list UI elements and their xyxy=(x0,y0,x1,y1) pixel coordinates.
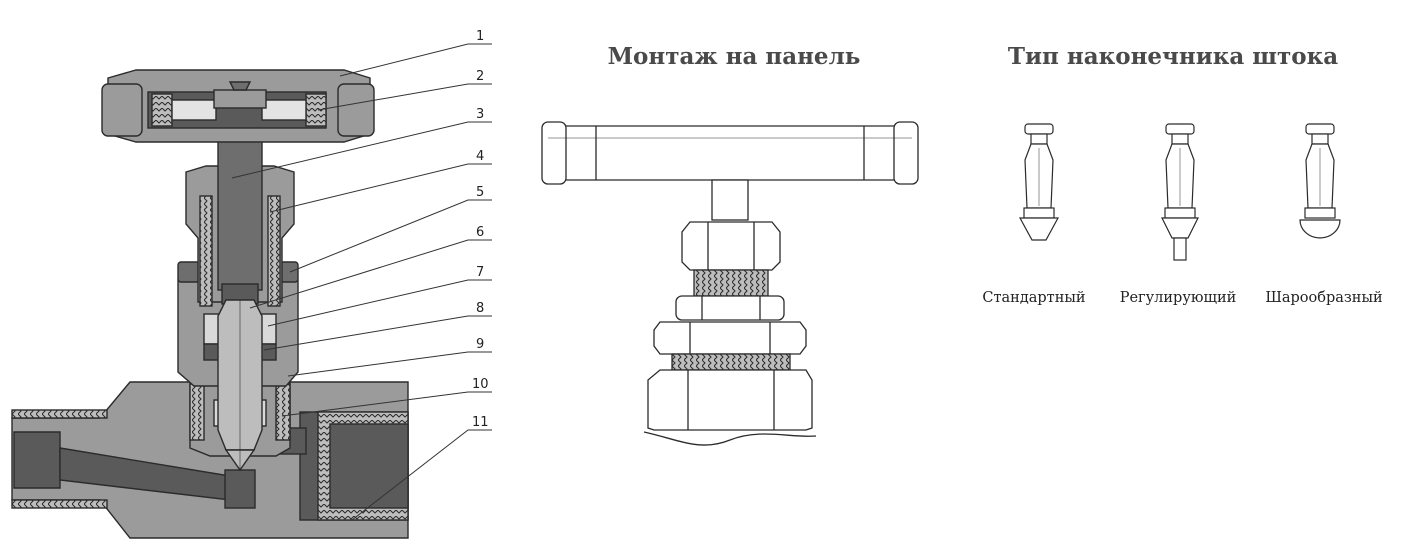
callout-4: 4 xyxy=(476,149,484,164)
stem-tip-labels: Стандартный Регулирующий Шарообразный xyxy=(982,290,1382,306)
panel-mount-title: Монтаж на панель xyxy=(608,43,861,70)
callout-8: 8 xyxy=(476,301,484,316)
stem-tip-regulating xyxy=(1161,123,1199,261)
panel-washer xyxy=(675,295,785,321)
callout-labels: 1 2 3 4 5 6 7 8 9 10 11 xyxy=(472,29,489,430)
leader-lines xyxy=(231,43,492,521)
panel-upper-nut xyxy=(681,221,781,271)
panel-break-line xyxy=(643,431,817,446)
panel-mount-drawing xyxy=(541,121,919,446)
panel-bottom-hex xyxy=(647,369,813,431)
callout-10: 10 xyxy=(472,377,489,392)
panel-stem xyxy=(711,179,749,221)
valve-cross-section xyxy=(11,69,409,539)
tip-label-standard: Стандартный xyxy=(982,290,1085,306)
callout-1: 1 xyxy=(476,29,484,44)
panel-handle-bar xyxy=(547,125,913,181)
callout-11: 11 xyxy=(472,415,489,430)
callout-2: 2 xyxy=(476,69,484,84)
tip-label-ball: Шарообразный xyxy=(1265,290,1382,306)
panel-nut xyxy=(653,321,807,355)
callout-5: 5 xyxy=(476,185,484,200)
callout-9: 9 xyxy=(476,337,484,352)
callout-6: 6 xyxy=(476,225,484,240)
callout-7: 7 xyxy=(476,265,484,280)
stem-tip-standard xyxy=(1018,123,1060,241)
inlet-bore xyxy=(13,431,61,489)
tip-label-regulating: Регулирующий xyxy=(1120,290,1237,306)
stem-tip-title: Тип наконечника штока xyxy=(1008,43,1338,70)
left-thread xyxy=(11,409,108,419)
stem-tip-ball xyxy=(1299,123,1341,239)
callout-3: 3 xyxy=(476,107,484,122)
